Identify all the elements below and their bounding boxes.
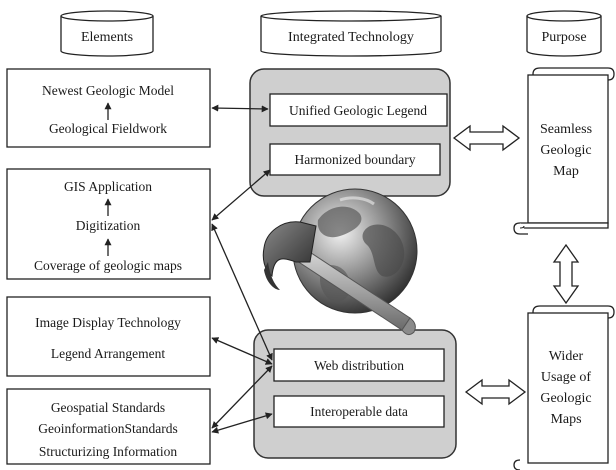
elements-group-3: Image Display Technology Legend Arrangem… bbox=[6, 296, 211, 377]
purpose-seamless: Seamless bbox=[540, 122, 592, 137]
purpose-header-label: Purpose bbox=[541, 30, 586, 45]
element-geological-fieldwork: Geological Fieldwork bbox=[49, 121, 167, 136]
connector-group1-legend bbox=[211, 104, 269, 113]
purpose-maps: Maps bbox=[550, 412, 581, 427]
element-structurizing-information: Structurizing Information bbox=[39, 444, 178, 459]
purpose-wider: Wider bbox=[549, 349, 584, 364]
connector-group2-boundary bbox=[211, 169, 271, 221]
technology-panel-lower: Web distribution Interoperable data bbox=[253, 329, 457, 459]
scroll-icon bbox=[513, 67, 615, 235]
tech-interoperable-data: Interoperable data bbox=[310, 404, 408, 419]
scroll-icon bbox=[513, 305, 615, 470]
double-arrow-upper bbox=[452, 124, 521, 152]
tech-web-distribution: Web distribution bbox=[314, 358, 404, 373]
element-coverage-of-geologic-maps: Coverage of geologic maps bbox=[34, 258, 182, 273]
element-newest-geologic-model: Newest Geologic Model bbox=[42, 83, 174, 98]
element-legend-arrangement: Legend Arrangement bbox=[51, 346, 166, 361]
elements-header: Elements bbox=[60, 10, 154, 57]
connector-group3-web bbox=[211, 337, 273, 365]
tech-unified-geologic-legend: Unified Geologic Legend bbox=[289, 103, 427, 118]
double-arrow-vertical bbox=[552, 243, 580, 305]
double-arrow-lower bbox=[464, 378, 527, 406]
database-cylinder-icon bbox=[60, 10, 154, 57]
purpose-geologic-2: Geologic bbox=[540, 391, 591, 406]
database-cylinder-icon bbox=[526, 10, 602, 57]
tech-harmonized-boundary: Harmonized boundary bbox=[294, 152, 415, 167]
purpose-geologic: Geologic bbox=[540, 143, 591, 158]
connector-group4-interop bbox=[211, 412, 273, 434]
purpose-scroll-bottom: Wider Usage of Geologic Maps bbox=[513, 305, 615, 470]
element-image-display-technology: Image Display Technology bbox=[35, 315, 181, 330]
technology-panel-upper: Unified Geologic Legend Harmonized bound… bbox=[249, 68, 451, 197]
element-gis-application: GIS Application bbox=[64, 179, 152, 194]
database-cylinder-icon bbox=[260, 10, 442, 57]
purpose-scroll-top: Seamless Geologic Map bbox=[513, 67, 615, 235]
connector-group2-web bbox=[211, 223, 273, 361]
elements-group-1: Newest Geologic Model Geological Fieldwo… bbox=[6, 68, 211, 148]
purpose-map: Map bbox=[553, 164, 579, 179]
purpose-usage-of: Usage of bbox=[541, 370, 591, 385]
elements-header-label: Elements bbox=[81, 30, 133, 45]
element-digitization: Digitization bbox=[76, 218, 141, 233]
element-geospatial-standards: Geospatial Standards bbox=[51, 400, 165, 415]
technology-header-label: Integrated Technology bbox=[288, 30, 414, 45]
elements-group-2: GIS Application Digitization Coverage of… bbox=[6, 168, 211, 280]
purpose-header: Purpose bbox=[526, 10, 602, 57]
elements-group-4: Geospatial Standards GeoinformationStand… bbox=[6, 388, 211, 465]
element-geoinformation-standards: GeoinformationStandards bbox=[38, 421, 177, 436]
technology-header: Integrated Technology bbox=[260, 10, 442, 57]
